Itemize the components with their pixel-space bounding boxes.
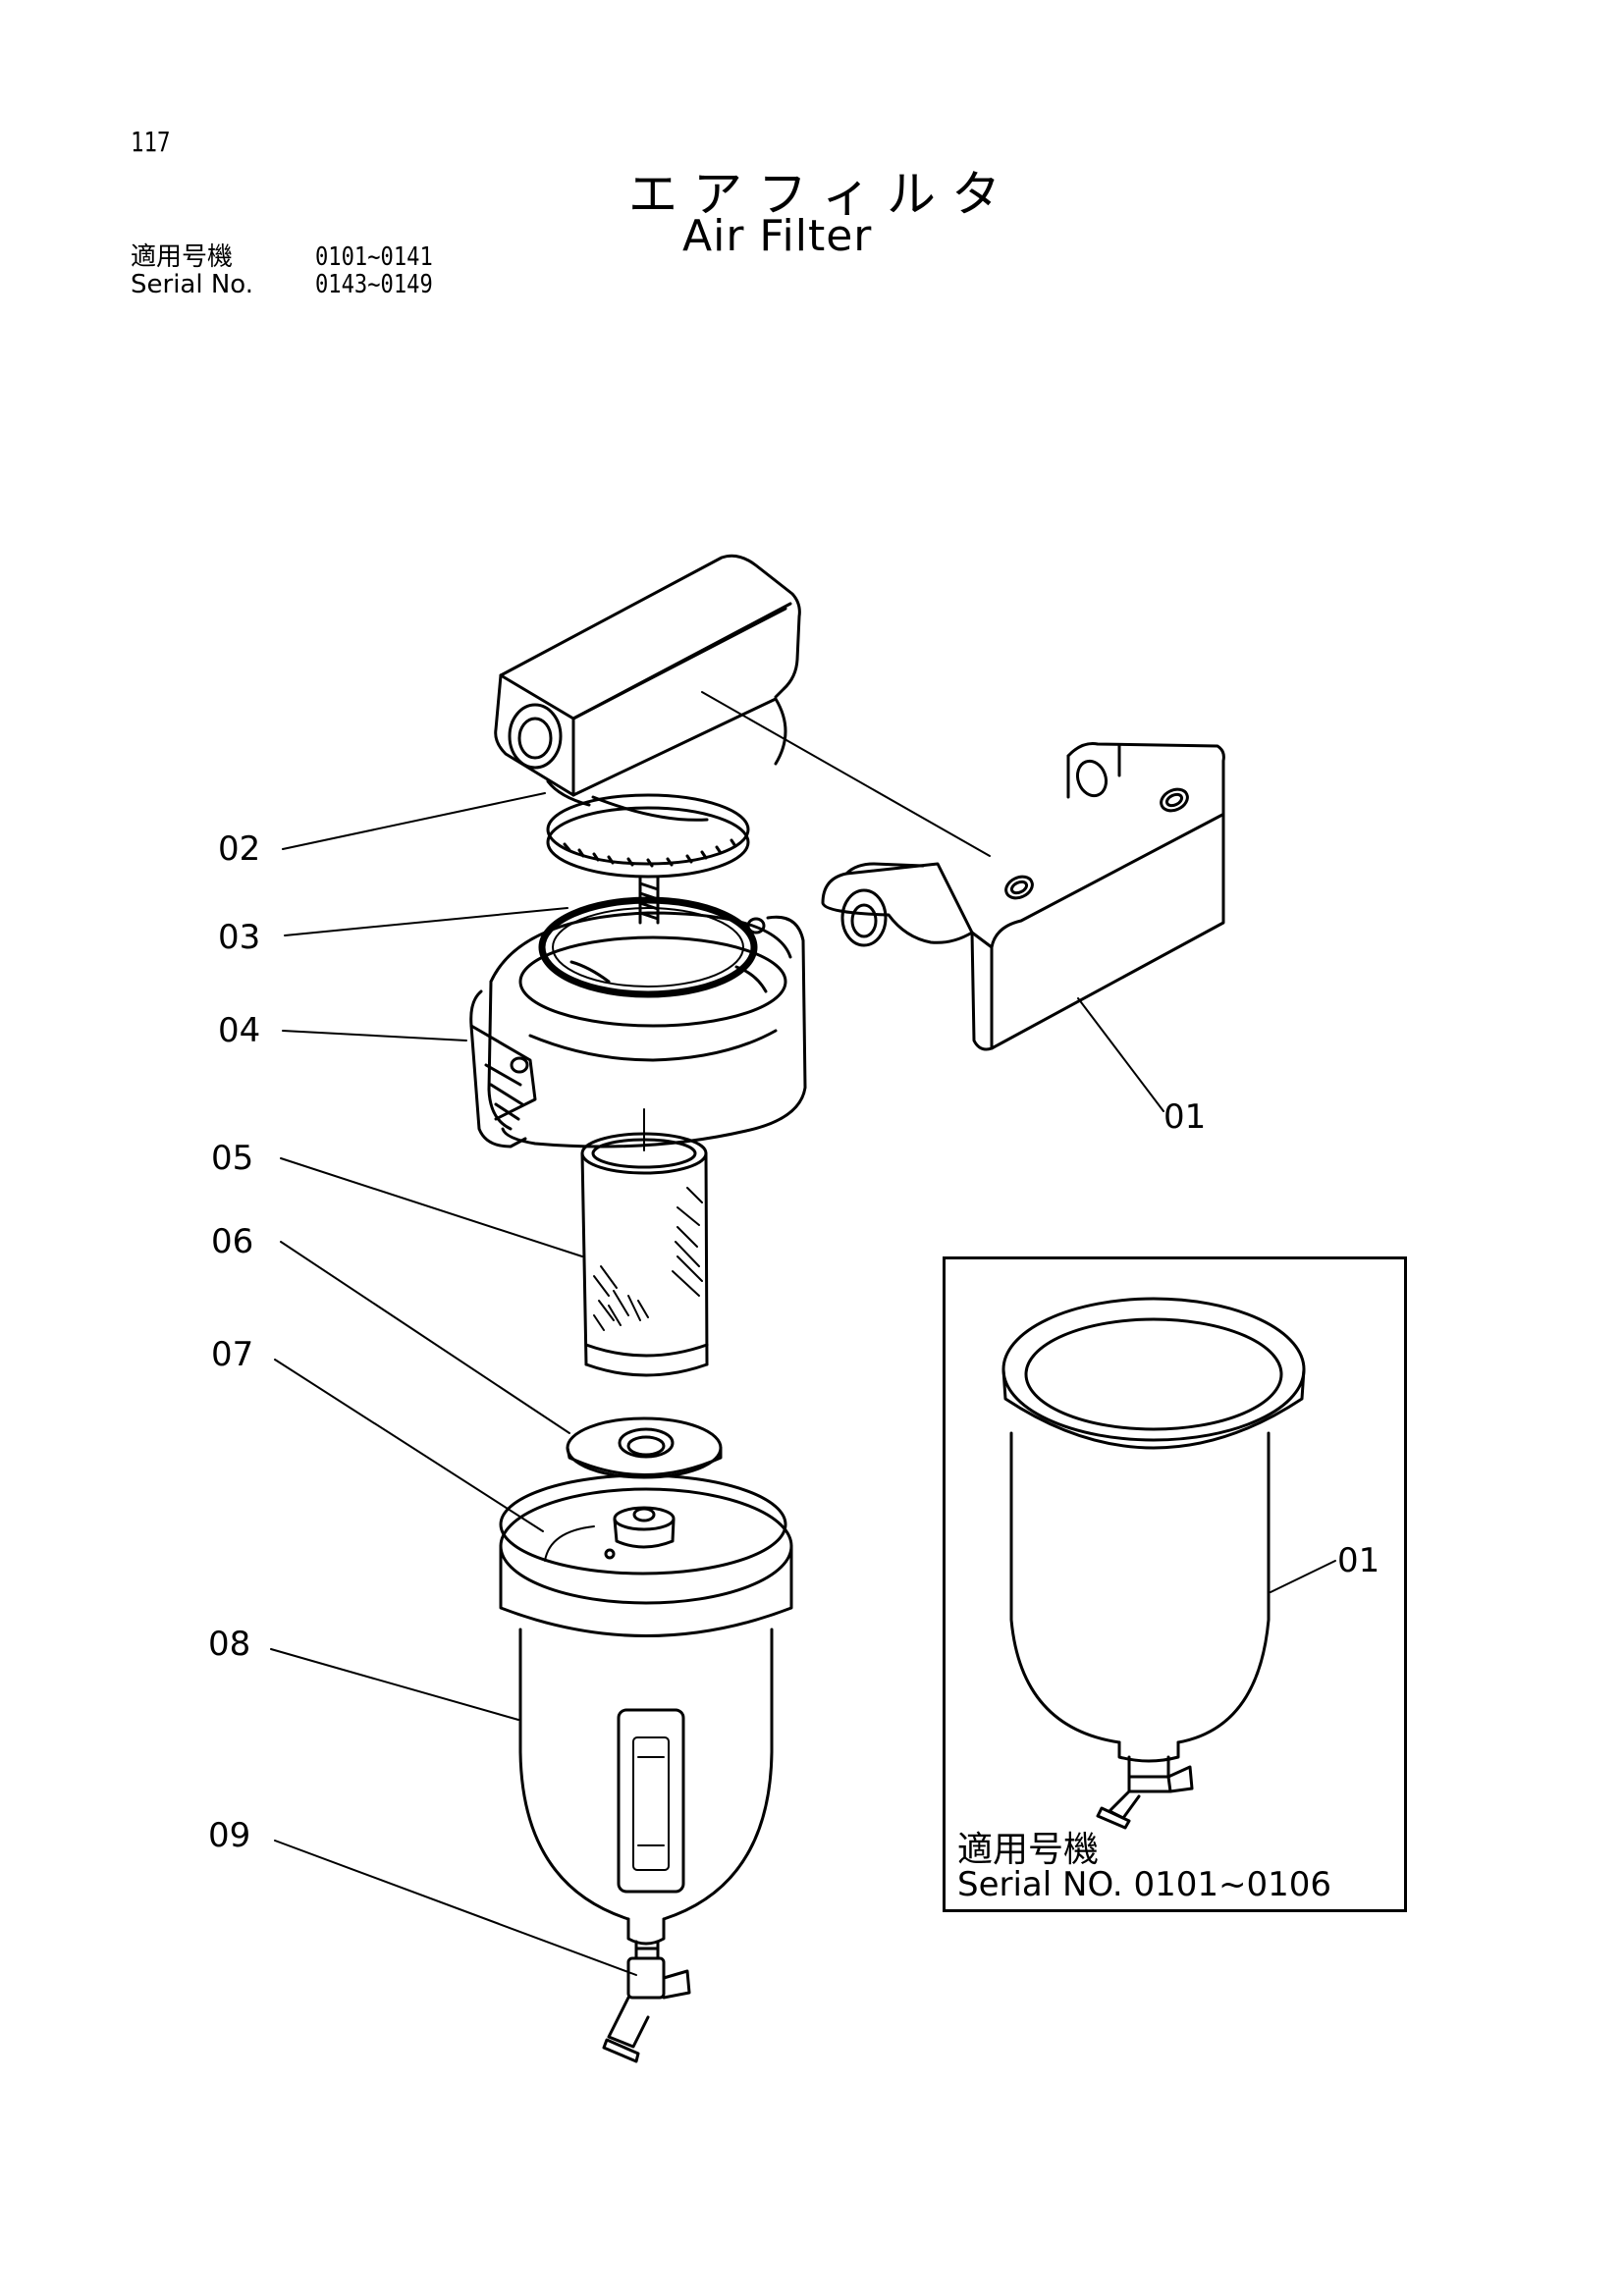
serial-range-2: 0143~0149 — [315, 270, 433, 299]
inset-serial-text: Serial NO. 0101~0106 — [957, 1865, 1331, 1904]
callout-01: 01 — [1163, 1097, 1207, 1137]
serial-label-1: 適用号機 — [131, 242, 234, 272]
inset-box — [943, 1256, 1407, 1912]
serial-label-2: Serial No. — [131, 270, 253, 299]
inset-bowl — [1001, 1297, 1306, 1830]
page-number: 117 — [131, 126, 171, 158]
part-04-clamp-ring — [469, 911, 807, 1148]
part-09-drain-cock — [602, 1940, 691, 2063]
part-08-bowl — [499, 1487, 793, 1946]
part-06-baffle — [566, 1416, 723, 1479]
callout-02: 02 — [218, 829, 261, 869]
callout-09: 09 — [208, 1816, 251, 1855]
callout-06: 06 — [211, 1222, 254, 1261]
part-03-o-ring — [538, 896, 758, 998]
serial-row-1: 適用号機 0101~0141 — [131, 243, 454, 271]
title-english: Air Filter — [682, 211, 873, 261]
callout-04: 04 — [218, 1011, 261, 1050]
part-02-filter-head — [494, 554, 801, 925]
inset-callout-01: 01 — [1337, 1541, 1380, 1580]
part-07-deflector — [499, 1473, 787, 1575]
inset-applicable-label: 適用号機 — [957, 1830, 1100, 1870]
serial-row-2: Serial No. 0143~0149 — [131, 271, 454, 298]
part-05-filter-element — [580, 1108, 709, 1377]
callout-03: 03 — [218, 918, 261, 957]
callout-08: 08 — [208, 1625, 251, 1664]
serial-range-1: 0101~0141 — [315, 242, 433, 272]
part-01-bracket — [821, 742, 1225, 1051]
leader-lines — [270, 691, 1336, 1976]
callout-05: 05 — [211, 1139, 254, 1178]
serial-block: 適用号機 0101~0141 Serial No. 0143~0149 — [131, 243, 454, 298]
callout-07: 07 — [211, 1335, 254, 1374]
title-japanese: エアフィルタ — [628, 166, 1016, 223]
